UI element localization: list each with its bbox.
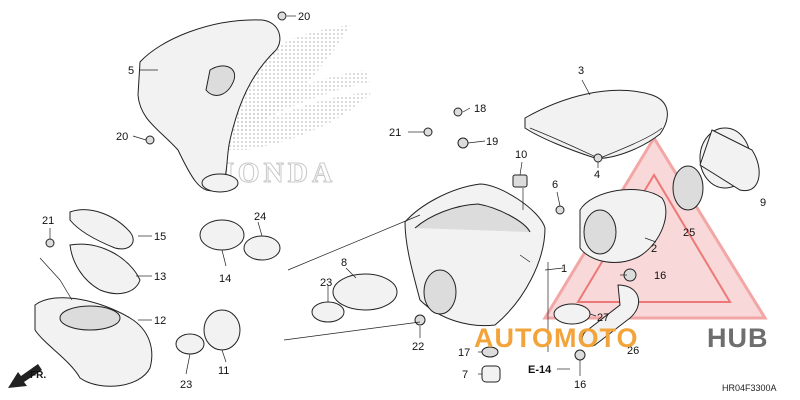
part-26-hose — [581, 284, 640, 347]
part-10-block — [512, 174, 528, 188]
callout-21-left: 21 — [42, 215, 54, 227]
part-23-band-a — [311, 301, 345, 323]
callout-9: 9 — [760, 197, 766, 209]
callout-4: 4 — [594, 169, 600, 181]
part-7-cap — [481, 365, 501, 383]
part-27-plug — [553, 303, 591, 325]
callout-5: 5 — [128, 65, 134, 77]
callout-16-bottom: 16 — [574, 379, 586, 391]
part-24-band — [243, 235, 281, 261]
callout-25: 25 — [683, 227, 695, 239]
callout-20-top: 20 — [298, 11, 310, 23]
callout-15: 15 — [154, 231, 166, 243]
callout-labels: 5 20 20 3 18 21 19 10 6 4 9 25 2 1 16 27… — [42, 11, 766, 391]
part-18-bolt — [453, 107, 463, 117]
part-14-tube — [199, 219, 245, 251]
part-21-bolt-b — [45, 238, 55, 248]
part-23-band-b — [175, 333, 205, 355]
callout-20-left: 20 — [116, 131, 128, 143]
callout-18: 18 — [474, 103, 486, 115]
part-13-plate — [69, 243, 141, 295]
part-4-clip — [593, 153, 603, 163]
callout-1: 1 — [561, 263, 567, 275]
callout-16-right: 16 — [654, 270, 666, 282]
callout-27: 27 — [597, 312, 609, 324]
part-8-joint — [332, 273, 398, 311]
part-3-cover — [524, 89, 668, 159]
part-25-band — [672, 165, 704, 211]
part-5-intake-duct — [137, 19, 281, 193]
callout-2: 2 — [651, 243, 657, 255]
part-20-bolt-b — [145, 135, 155, 145]
callout-14: 14 — [219, 273, 231, 285]
section-reference-label: E-14 — [528, 364, 552, 376]
callout-23-mid: 23 — [320, 277, 332, 289]
part-20-bolt-a — [277, 11, 287, 21]
part-1-air-cleaner-case — [404, 183, 546, 327]
callout-23-left: 23 — [180, 379, 192, 391]
part-2-filter-element — [579, 189, 667, 263]
callout-13: 13 — [154, 271, 166, 283]
leader-lines — [39, 15, 657, 376]
callout-7: 7 — [462, 369, 468, 381]
diagram-code-label: HR04F3300A — [722, 383, 777, 393]
part-22-clamp — [414, 314, 426, 326]
part-21-bolt-a — [423, 127, 433, 137]
callout-12: 12 — [154, 315, 166, 327]
part-19-grommet — [457, 137, 469, 149]
callout-6: 6 — [552, 179, 558, 191]
callout-21-mid: 21 — [389, 127, 401, 139]
part-6-clip — [555, 205, 565, 215]
watermark-word-automoto: AUTOMOTO — [474, 323, 639, 353]
callout-17: 17 — [458, 347, 470, 359]
callout-19: 19 — [486, 136, 498, 148]
callout-24: 24 — [254, 211, 266, 223]
front-arrow-icon — [8, 364, 42, 388]
callout-10: 10 — [515, 149, 527, 161]
callout-22: 22 — [412, 341, 424, 353]
part-9-filter-sleeve — [699, 127, 760, 192]
part-11-tube — [203, 309, 241, 351]
callout-8: 8 — [341, 257, 347, 269]
callout-26: 26 — [627, 345, 639, 357]
front-marker-label: FR. — [30, 370, 46, 381]
part-12-inlet — [34, 297, 153, 387]
part-15-cover — [69, 209, 134, 250]
callout-3: 3 — [578, 65, 584, 77]
watermark-word-hub: HUB — [707, 323, 769, 353]
callout-11: 11 — [218, 365, 229, 377]
